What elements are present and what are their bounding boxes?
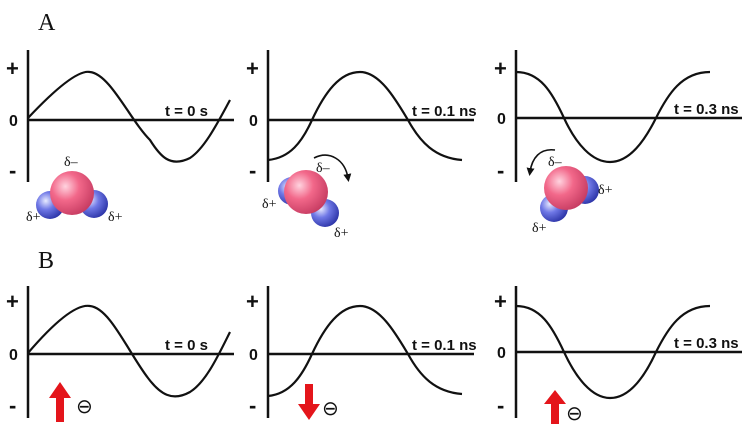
section-label-a: A xyxy=(38,10,56,36)
electron-icon: ⊖ xyxy=(322,398,339,420)
charge-delta-minus: δ– xyxy=(316,161,331,176)
y-tick-plus: + xyxy=(246,289,259,314)
field-wave xyxy=(515,70,711,164)
charge-delta-plus-left: δ+ xyxy=(262,197,277,212)
field-wave xyxy=(27,304,231,398)
y-tick-minus: - xyxy=(249,393,256,418)
field-wave xyxy=(515,304,711,400)
panel-a3: + 0 - t = 0.3 ns δ– δ+ δ+ xyxy=(494,50,742,236)
y-tick-plus: + xyxy=(246,56,259,81)
electron-arrow-down xyxy=(298,384,320,420)
panel-a1: + 0 - t = 0 s δ– δ+ δ+ xyxy=(6,50,234,225)
charge-delta-plus-right: δ+ xyxy=(108,210,123,225)
y-tick-minus: - xyxy=(9,393,16,418)
y-tick-minus: - xyxy=(9,158,16,183)
y-tick-plus: + xyxy=(494,289,507,314)
time-label: t = 0.3 ns xyxy=(674,335,739,352)
field-wave xyxy=(267,304,463,398)
y-tick-plus: + xyxy=(494,56,507,81)
electron-icon: ⊖ xyxy=(76,396,93,418)
rotation-arrow xyxy=(526,148,556,176)
electron-arrow-up xyxy=(544,390,566,424)
charge-delta-plus-right: δ+ xyxy=(334,226,349,241)
y-tick-zero: 0 xyxy=(249,113,258,130)
time-label: t = 0.3 ns xyxy=(674,101,739,118)
water-molecule xyxy=(278,170,339,227)
rotation-arrow xyxy=(313,154,352,182)
water-molecule xyxy=(540,166,599,222)
time-label: t = 0.1 ns xyxy=(412,103,477,120)
y-tick-zero: 0 xyxy=(9,347,18,364)
section-label-b: B xyxy=(38,248,54,274)
charge-delta-minus: δ– xyxy=(64,155,79,170)
y-tick-zero: 0 xyxy=(9,113,18,130)
y-tick-zero: 0 xyxy=(249,347,258,364)
electron-arrow-up xyxy=(49,382,71,422)
time-label: t = 0 s xyxy=(165,103,208,120)
charge-delta-minus: δ– xyxy=(548,155,563,170)
charge-delta-plus-left: δ+ xyxy=(26,210,41,225)
y-tick-plus: + xyxy=(6,289,19,314)
y-tick-minus: - xyxy=(497,158,504,183)
charge-delta-plus-left: δ+ xyxy=(532,221,547,236)
charge-delta-plus-right: δ+ xyxy=(598,183,613,198)
y-tick-zero: 0 xyxy=(497,345,506,362)
water-molecule xyxy=(36,171,108,219)
y-tick-minus: - xyxy=(497,393,504,418)
field-wave xyxy=(267,70,463,162)
panel-b3: + 0 - t = 0.3 ns ⊖ xyxy=(494,286,742,425)
panel-b2: + 0 - t = 0.1 ns ⊖ xyxy=(246,286,477,420)
field-wave xyxy=(27,70,231,163)
panel-a2: + 0 - t = 0.1 ns δ– δ+ δ+ xyxy=(246,50,477,241)
electron-icon: ⊖ xyxy=(566,403,583,425)
time-label: t = 0.1 ns xyxy=(412,337,477,354)
y-tick-zero: 0 xyxy=(497,111,506,128)
time-label: t = 0 s xyxy=(165,337,208,354)
y-tick-minus: - xyxy=(249,158,256,183)
panel-b1: + 0 - t = 0 s ⊖ xyxy=(6,286,234,422)
y-tick-plus: + xyxy=(6,56,19,81)
